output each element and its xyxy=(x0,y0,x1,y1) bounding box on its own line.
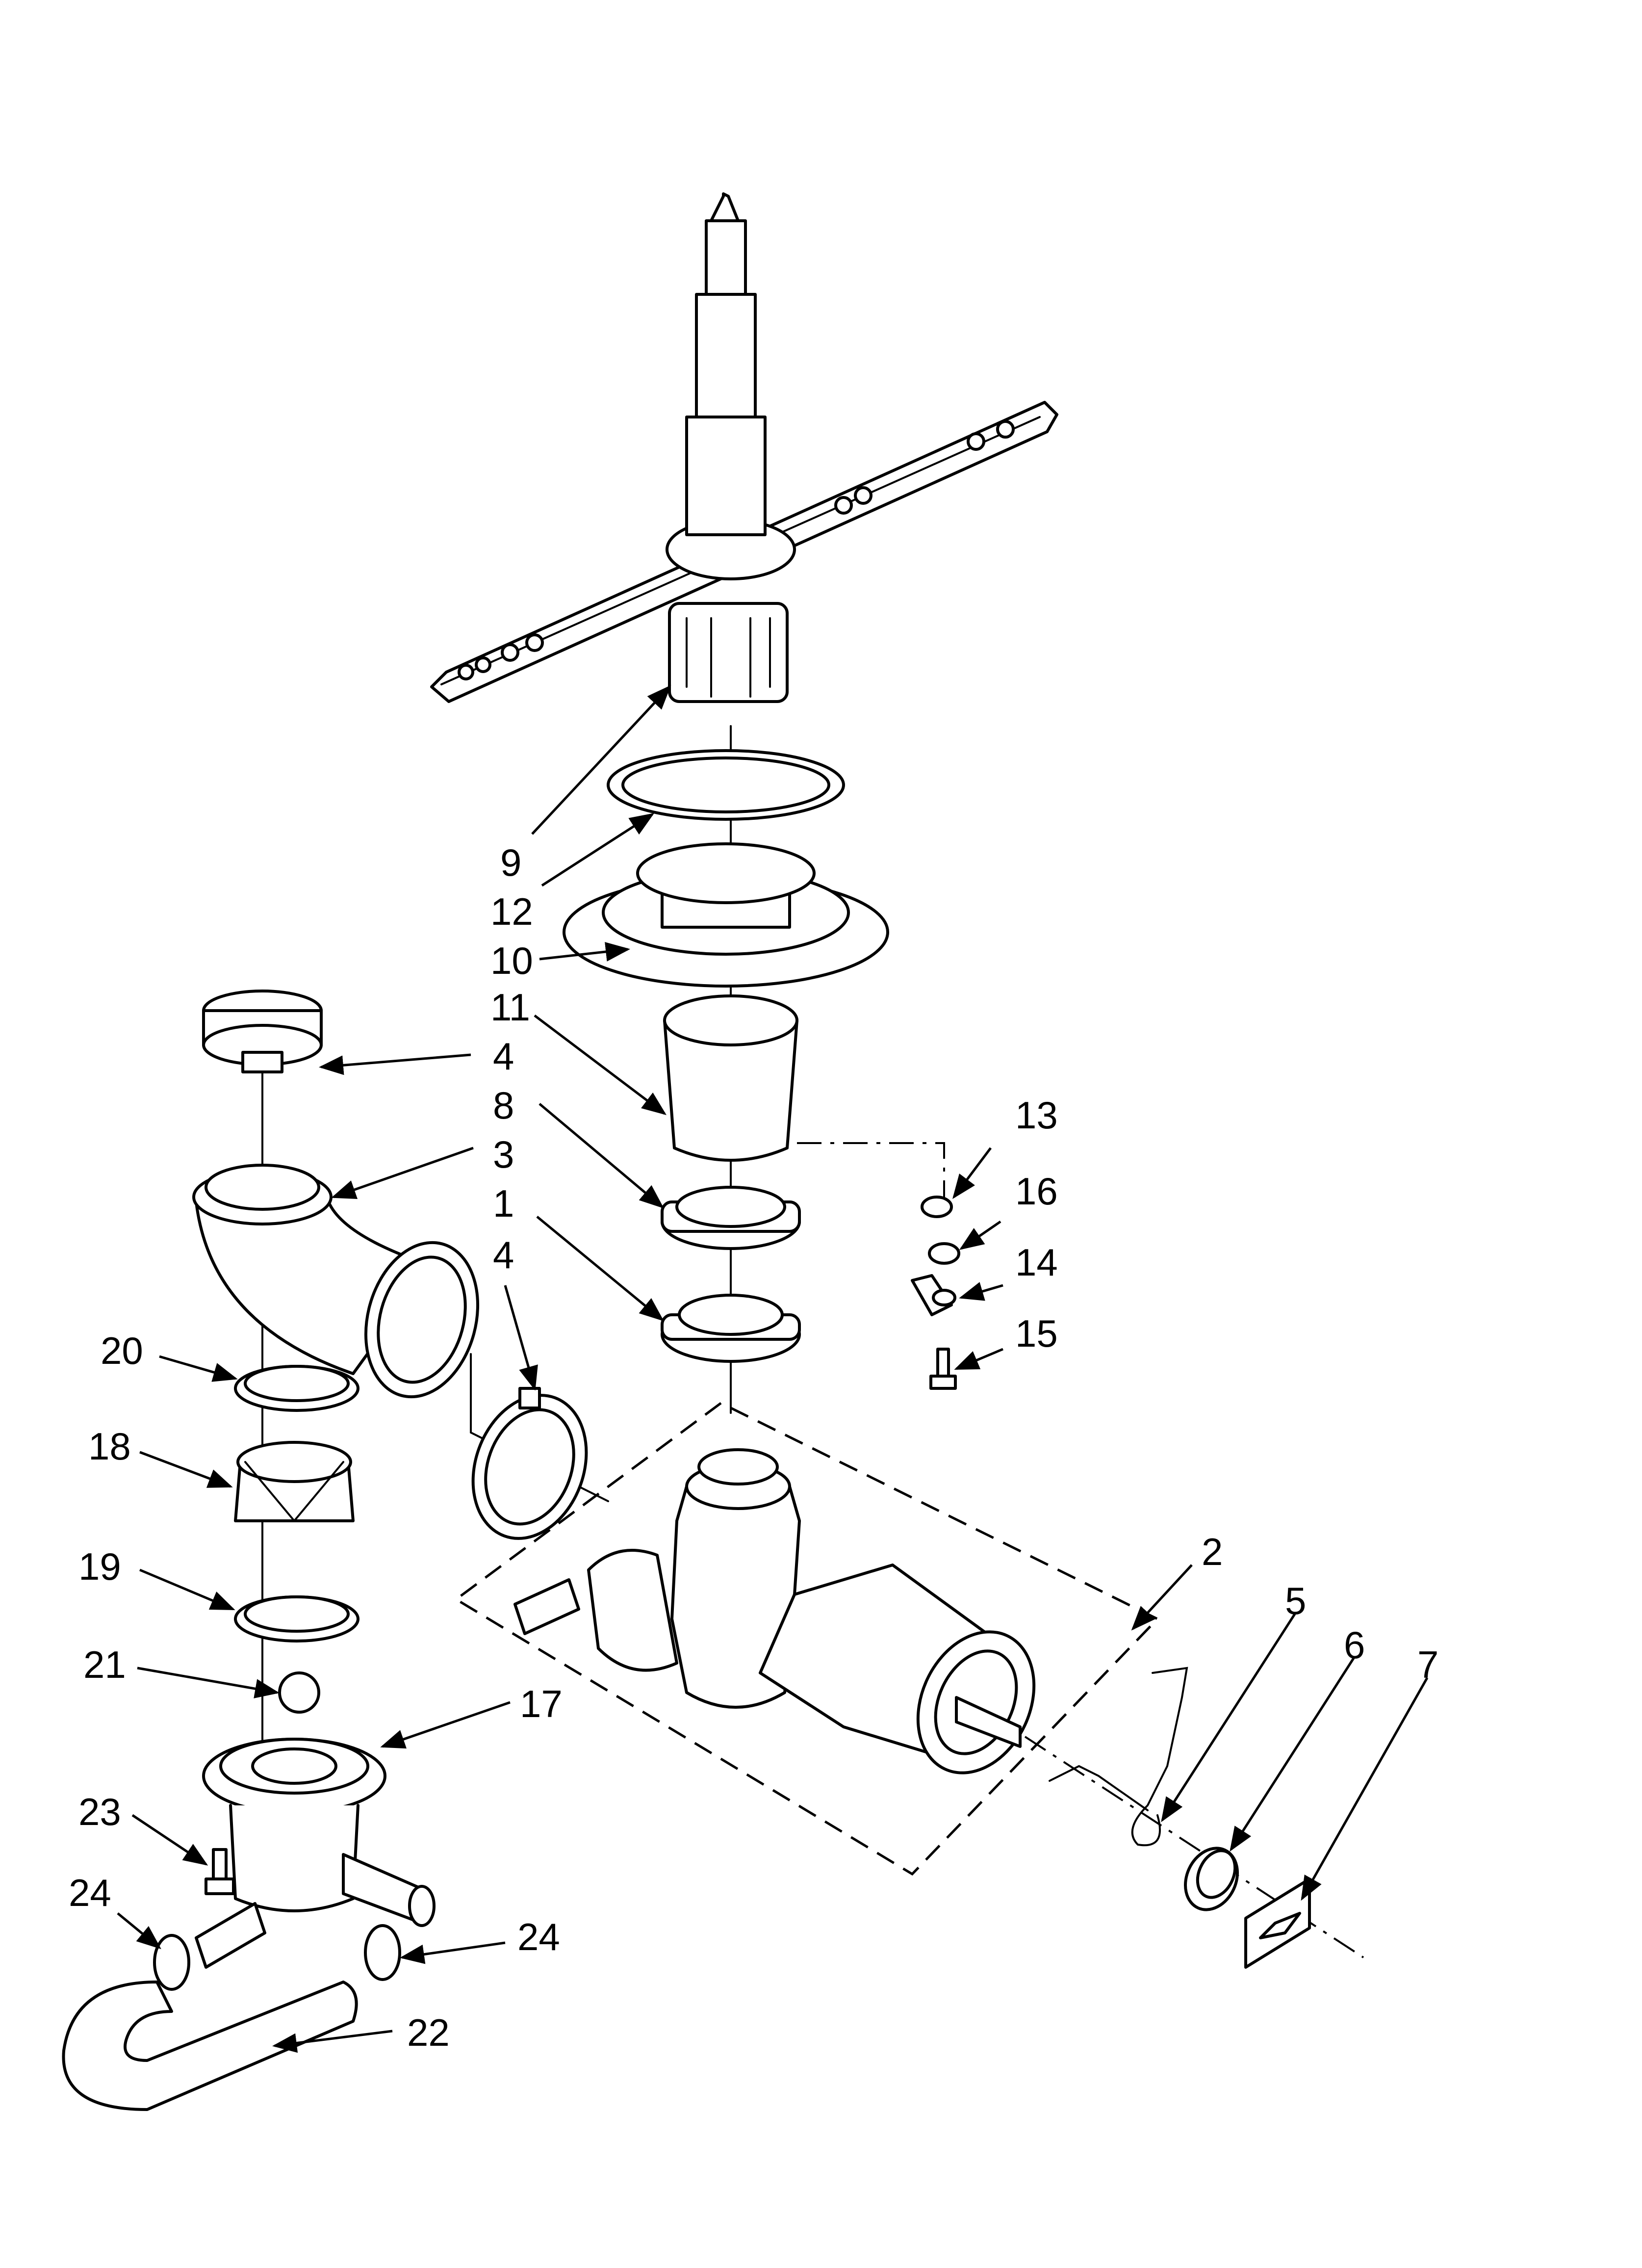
plate-part-7 xyxy=(1244,1877,1311,1969)
callout-labels: 9 12 10 11 4 8 3 1 4 13 16 14 15 20 18 1… xyxy=(69,841,1438,2054)
spray-arm-assembly-part-9 xyxy=(430,192,1058,703)
hose-clamp-part-24-left xyxy=(153,1934,190,1991)
callout-14: 14 xyxy=(1015,1241,1058,1284)
callout-22: 22 xyxy=(407,2011,450,2054)
callout-18: 18 xyxy=(88,1425,131,1468)
callout-5: 5 xyxy=(1285,1579,1306,1622)
retaining-ring-part-12 xyxy=(607,749,845,821)
callout-24-left: 24 xyxy=(69,1871,111,1914)
screw-part-15 xyxy=(929,1348,957,1390)
callout-20: 20 xyxy=(101,1329,143,1372)
callout-1: 1 xyxy=(493,1182,514,1225)
callout-17: 17 xyxy=(520,1682,563,1725)
manifold-nut-part-10 xyxy=(563,842,889,988)
callout-4-upper: 4 xyxy=(493,1035,514,1078)
callout-3: 3 xyxy=(493,1133,514,1176)
drain-elbow-part-3 xyxy=(192,1164,609,1502)
gasket-part-19 xyxy=(234,1595,359,1642)
callout-21: 21 xyxy=(83,1643,126,1686)
leader-lines xyxy=(117,685,1429,2053)
seal-part-8 xyxy=(661,1186,801,1250)
callout-2: 2 xyxy=(1202,1530,1223,1573)
callout-12: 12 xyxy=(490,890,533,933)
drain-housing-part-17 xyxy=(195,1738,436,1969)
gasket-part-1 xyxy=(661,1294,801,1363)
nut-part-13 xyxy=(921,1196,953,1218)
bracket-part-14 xyxy=(911,1274,956,1316)
callout-19: 19 xyxy=(78,1545,121,1588)
wire-spring-part-5 xyxy=(1049,1667,1188,1847)
check-valve-housing-part-18 xyxy=(234,1441,355,1523)
callout-7: 7 xyxy=(1417,1643,1438,1686)
callout-24-right: 24 xyxy=(517,1915,560,1958)
callout-15: 15 xyxy=(1015,1312,1058,1355)
callout-9: 9 xyxy=(500,841,521,884)
callout-23: 23 xyxy=(78,1790,121,1833)
bushing-part-6 xyxy=(1184,1847,1239,1911)
callout-4-lower: 4 xyxy=(493,1233,514,1277)
callout-10: 10 xyxy=(490,939,533,982)
hose-clamp-part-24-right xyxy=(364,1924,401,1981)
check-ball-part-21 xyxy=(278,1671,320,1714)
drain-hose-part-22 xyxy=(62,1981,358,2111)
callout-16: 16 xyxy=(1015,1170,1058,1213)
screw-part-23 xyxy=(205,1848,235,1895)
callout-13: 13 xyxy=(1015,1094,1058,1137)
pump-motor-assembly-part-2 xyxy=(454,1402,1160,1876)
callout-8: 8 xyxy=(493,1084,514,1127)
lock-washer-part-16 xyxy=(928,1242,960,1265)
hose-clamp-part-4-upper xyxy=(202,990,323,1073)
callout-6: 6 xyxy=(1344,1623,1365,1667)
gasket-part-20 xyxy=(234,1365,359,1412)
bearing-cup-part-11 xyxy=(663,994,798,1162)
hose-clamp-part-4-lower xyxy=(471,1387,588,1540)
callout-11: 11 xyxy=(490,986,530,1029)
